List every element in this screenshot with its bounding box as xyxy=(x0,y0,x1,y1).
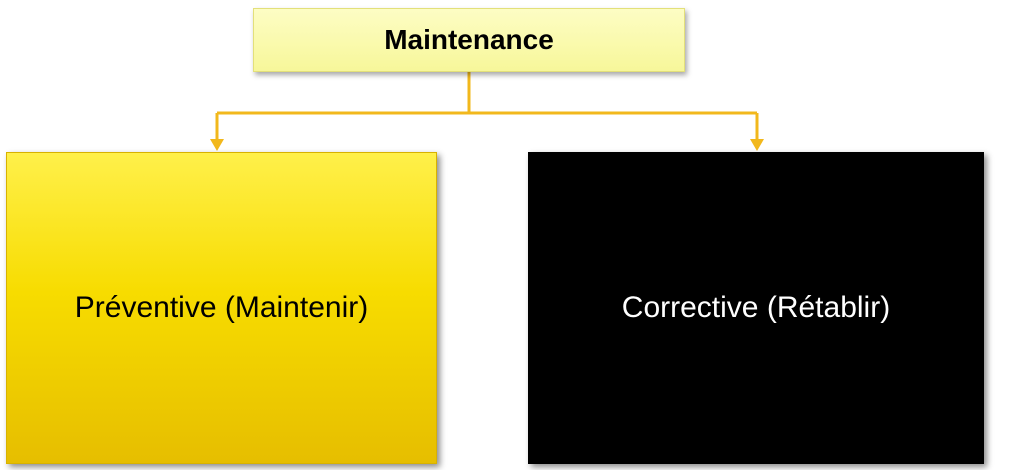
child-node-label-preventive: Préventive (Maintenir) xyxy=(74,291,369,324)
child-node-preventive: Préventive (Maintenir) xyxy=(6,152,437,464)
arrowhead-right-icon xyxy=(750,139,764,151)
child-node-corrective: Corrective (Rétablir) xyxy=(528,152,984,464)
arrowhead-left-icon xyxy=(210,139,224,151)
child-node-label-corrective: Corrective (Rétablir) xyxy=(621,291,891,324)
root-node-maintenance: Maintenance xyxy=(253,8,685,72)
root-node-label: Maintenance xyxy=(384,24,554,55)
